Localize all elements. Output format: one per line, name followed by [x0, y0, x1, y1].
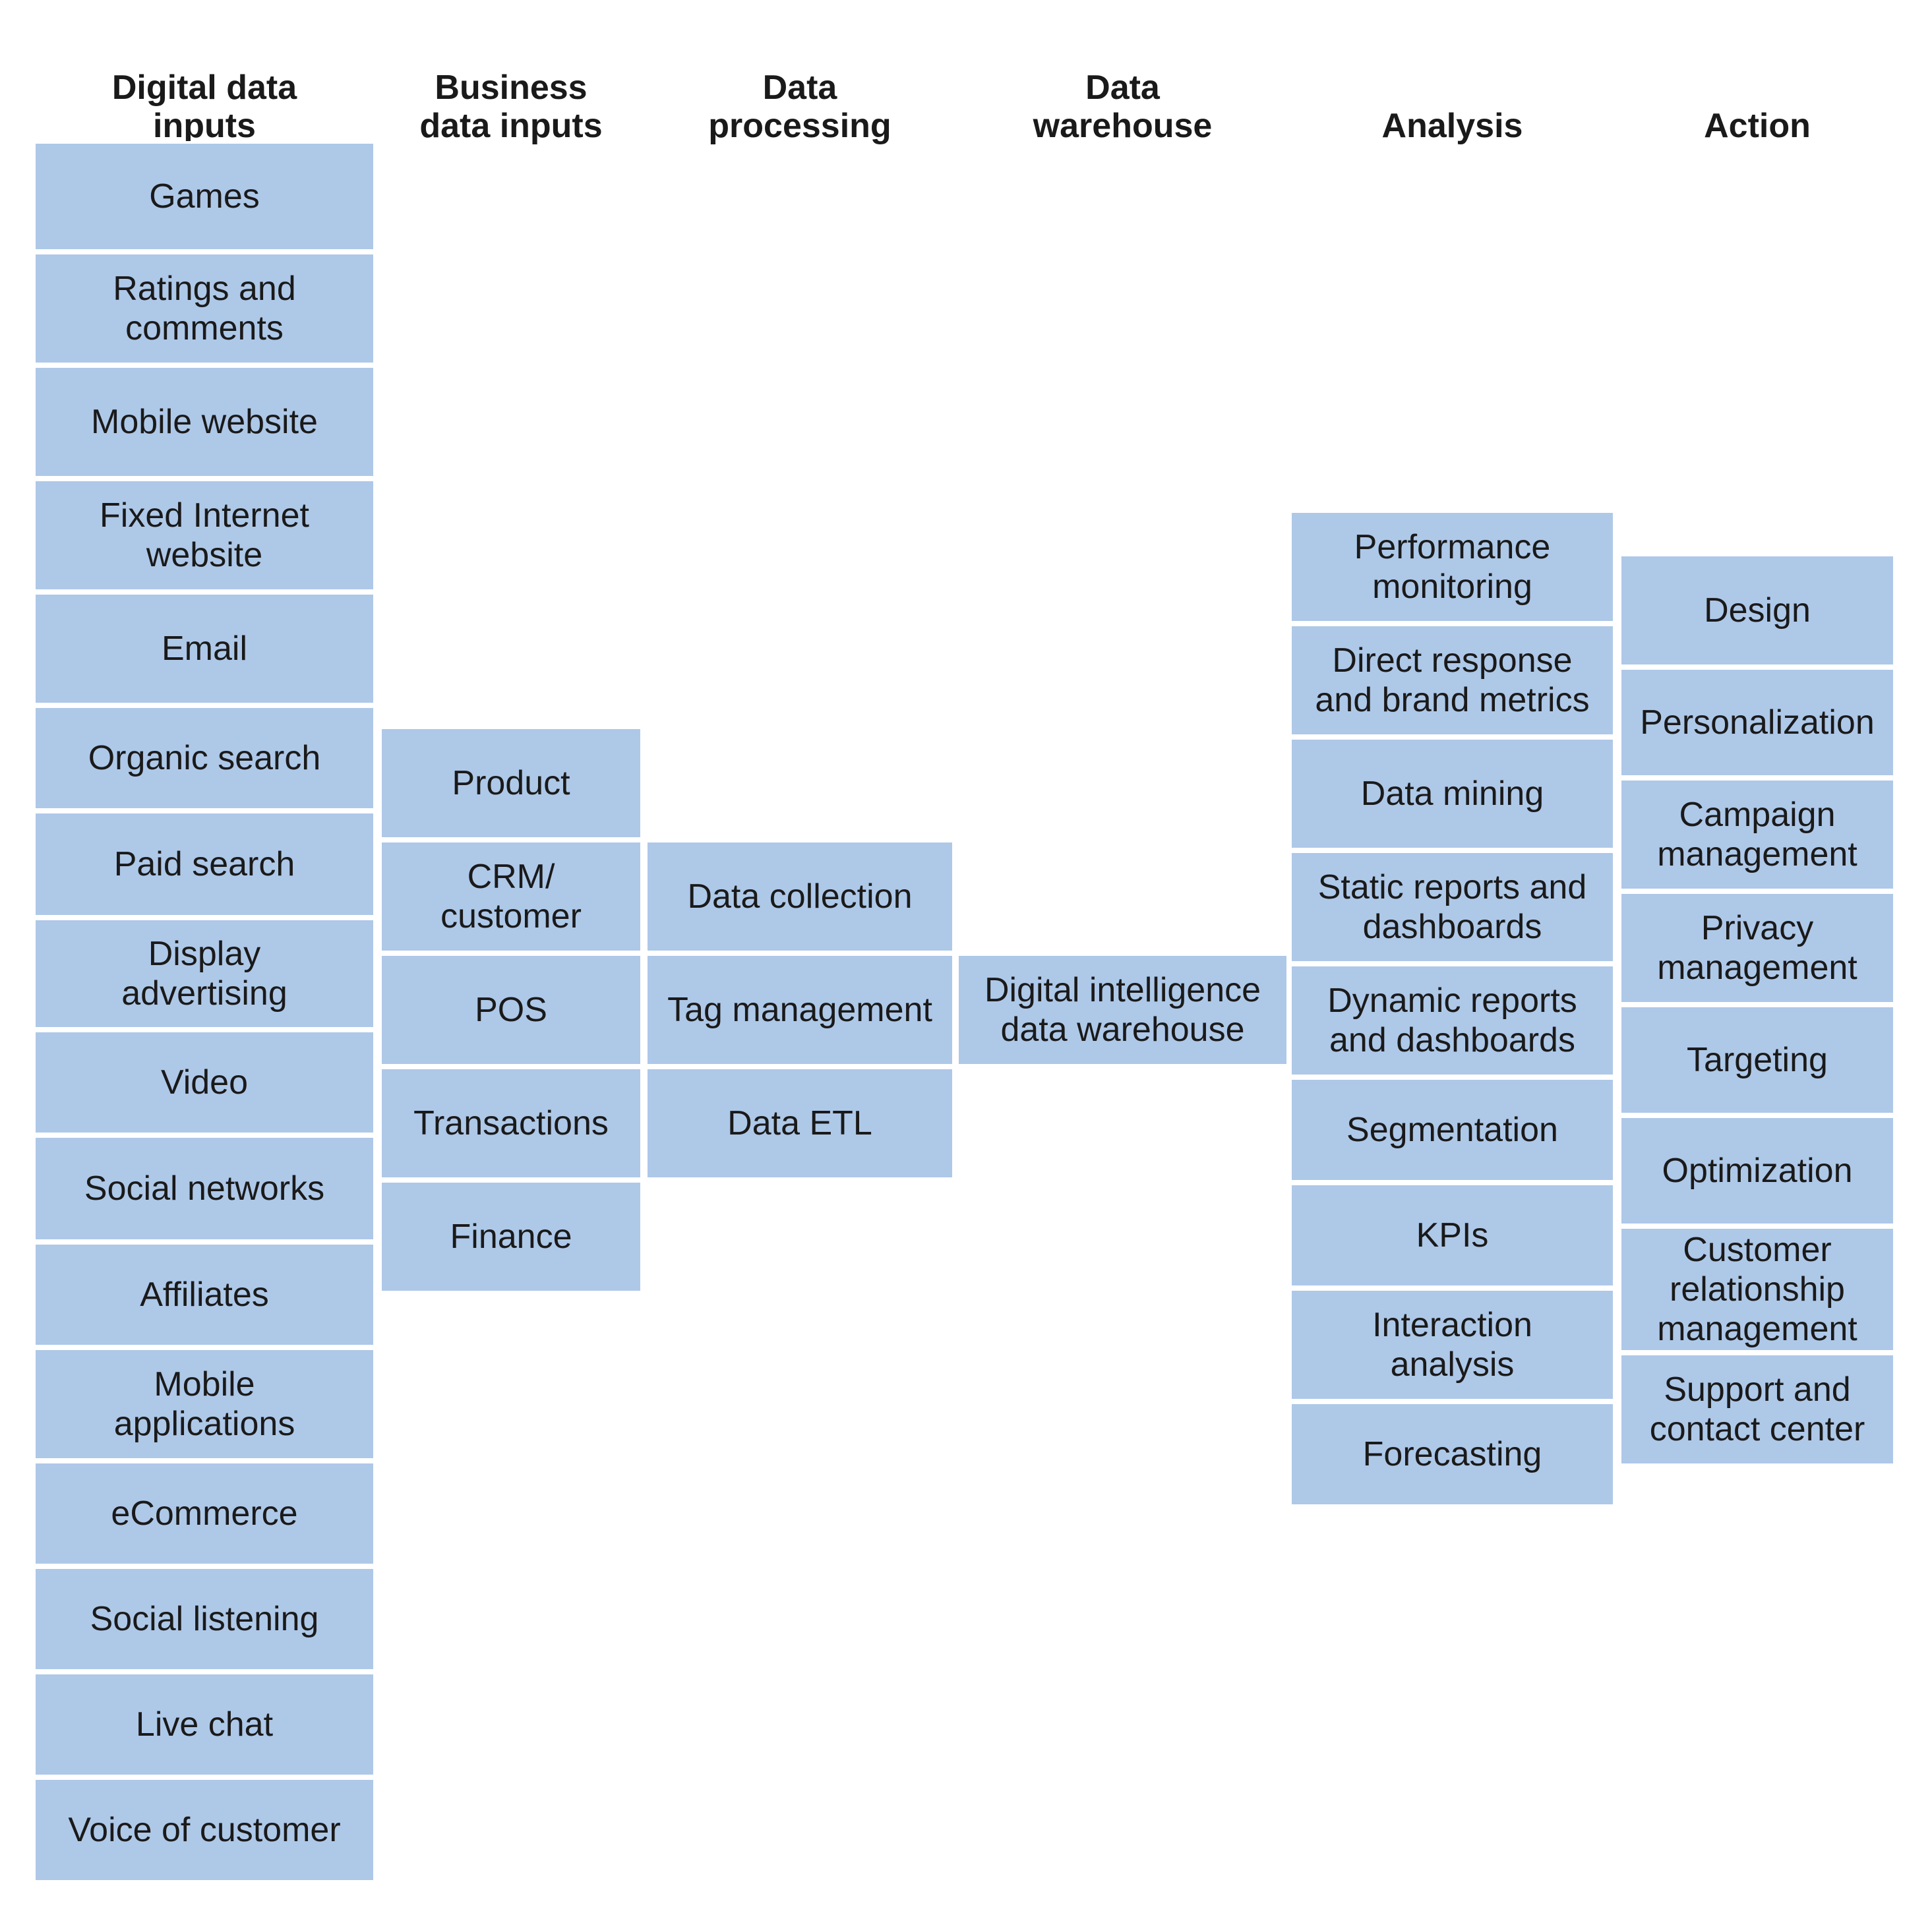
digital-input-box: Organic search: [33, 705, 376, 811]
digital-input-box: Email: [33, 592, 376, 705]
processing-box: Tag management: [645, 953, 955, 1067]
business-input-box: POS: [379, 953, 643, 1067]
action-box: Optimization: [1619, 1115, 1896, 1226]
digital-input-box: eCommerce: [33, 1461, 376, 1566]
header-business-data-inputs: Business data inputs: [419, 69, 603, 145]
digital-input-box: Live chat: [33, 1672, 376, 1777]
digital-input-box: Mobile website: [33, 365, 376, 479]
header-data-warehouse: Data warehouse: [1033, 69, 1213, 145]
digital-input-box: Mobile applications: [33, 1347, 376, 1461]
analysis-box: Data mining: [1289, 737, 1615, 850]
business-input-box: Finance: [379, 1180, 643, 1293]
digital-input-box: Affiliates: [33, 1242, 376, 1347]
digital-input-box: Video: [33, 1030, 376, 1135]
warehouse-box: Digital intelligence data warehouse: [956, 953, 1289, 1067]
header-analysis: Analysis: [1381, 107, 1523, 145]
analysis-box: Segmentation: [1289, 1077, 1615, 1183]
digital-input-box: Social networks: [33, 1135, 376, 1242]
processing-box: Data collection: [645, 840, 955, 953]
action-box: Design: [1619, 554, 1896, 667]
digital-input-box: Paid search: [33, 811, 376, 918]
digital-input-box: Voice of customer: [33, 1777, 376, 1883]
analysis-box: Interaction analysis: [1289, 1288, 1615, 1401]
action-box: Privacy management: [1619, 891, 1896, 1005]
digital-input-box: Fixed Internet website: [33, 479, 376, 592]
header-digital-data-inputs: Digital data inputs: [111, 69, 297, 145]
digital-input-box: Ratings and comments: [33, 252, 376, 365]
business-input-box: Transactions: [379, 1067, 643, 1180]
processing-box: Data ETL: [645, 1067, 955, 1180]
analysis-box: Direct response and brand metrics: [1289, 624, 1615, 737]
action-box: Personalization: [1619, 667, 1896, 778]
business-input-box: Product: [379, 726, 643, 840]
business-input-box: CRM/ customer: [379, 840, 643, 953]
action-box: Campaign management: [1619, 778, 1896, 891]
header-data-processing: Data processing: [708, 69, 891, 145]
digital-input-box: Display advertising: [33, 918, 376, 1030]
analysis-box: Performance monitoring: [1289, 510, 1615, 624]
action-box: Support and contact center: [1619, 1353, 1896, 1466]
header-action: Action: [1704, 107, 1811, 145]
analysis-box: Forecasting: [1289, 1401, 1615, 1507]
analysis-box: KPIs: [1289, 1183, 1615, 1288]
analysis-box: Dynamic reports and dashboards: [1289, 964, 1615, 1077]
action-box: Customer relationship management: [1619, 1226, 1896, 1353]
digital-input-box: Games: [33, 141, 376, 252]
digital-input-box: Social listening: [33, 1566, 376, 1672]
action-box: Targeting: [1619, 1005, 1896, 1115]
analysis-box: Static reports and dashboards: [1289, 850, 1615, 964]
